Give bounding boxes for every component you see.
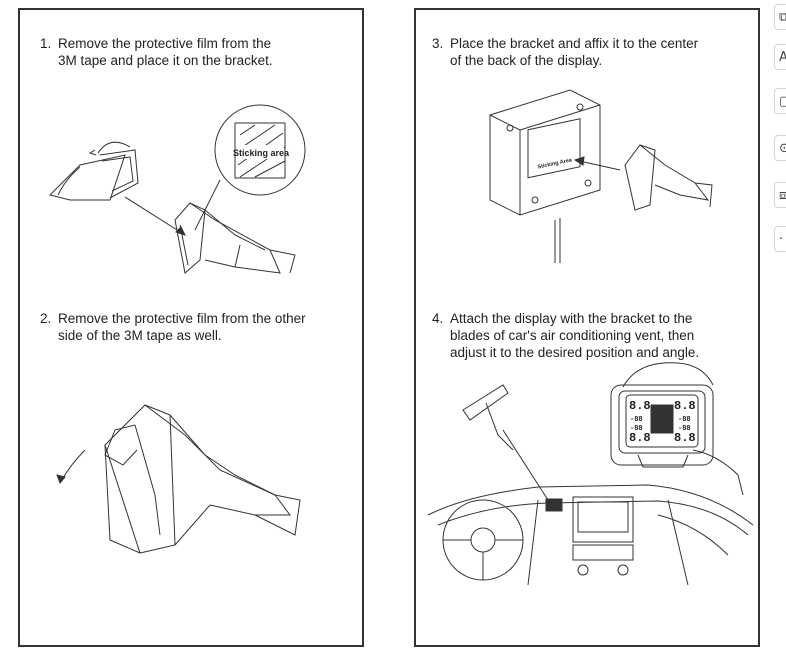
image-icon: ⧉ xyxy=(779,10,786,25)
chat-button[interactable]: ▢ xyxy=(774,88,786,114)
step-3-line-2: of the back of the display. xyxy=(450,53,603,68)
more-button[interactable]: · xyxy=(774,226,786,252)
readout-bottom-left-small: -88 xyxy=(630,425,643,433)
step-2-number: 2. xyxy=(40,311,52,326)
right-instruction-panel xyxy=(414,8,760,647)
step-3-line-1: Place the bracket and affix it to the ce… xyxy=(450,36,699,51)
step-1-line-1: Remove the protective film from the xyxy=(58,36,272,51)
more-icon: · xyxy=(779,232,784,247)
readout-bottom-right: 8.8 xyxy=(674,431,696,445)
step-2-illustration xyxy=(45,395,345,565)
font-icon: A xyxy=(779,50,786,65)
left-instruction-panel xyxy=(18,8,364,647)
readout-bottom-right-small: -88 xyxy=(678,425,691,433)
sticking-area-small-label: Sticking Area xyxy=(537,157,573,170)
copy-image-button[interactable]: ⧉ xyxy=(774,4,786,30)
capture-icon: ⧈ xyxy=(779,188,786,203)
readout-top-left: 8.8 xyxy=(629,399,651,413)
comment-icon: ▢ xyxy=(779,94,786,109)
capture-button[interactable]: ⧈ xyxy=(774,182,786,208)
step-4-line-3: adjust it to the desired position and an… xyxy=(450,345,700,360)
step-4-number: 4. xyxy=(432,311,444,326)
step-4-instruction: 4. Attach the display with the bracket t… xyxy=(432,310,762,361)
step-1-line-2: 3M tape and place it on the bracket. xyxy=(58,53,273,68)
step-2-line-1: Remove the protective film from the othe… xyxy=(58,311,306,326)
step-1-instruction: 1. Remove the protective film from the 3… xyxy=(40,35,360,69)
readout-bottom-left: 8.8 xyxy=(629,431,651,445)
step-3-number: 3. xyxy=(432,36,444,51)
step-4-line-2: blades of car's air conditioning vent, t… xyxy=(450,328,695,343)
step-3-instruction: 3. Place the bracket and affix it to the… xyxy=(432,35,762,69)
search-button[interactable]: ⊙ xyxy=(774,135,786,161)
text-button[interactable]: A xyxy=(774,44,786,70)
step-1-number: 1. xyxy=(40,36,52,51)
step-2-line-2: side of the 3M tape as well. xyxy=(58,328,222,343)
readout-top-left-small: -88 xyxy=(630,416,643,424)
sticking-area-zoom-label: Sticking area xyxy=(233,148,290,158)
step-4-line-1: Attach the display with the bracket to t… xyxy=(450,311,693,326)
readout-top-right-small: -88 xyxy=(678,416,691,424)
step-1-illustration: Sticking area xyxy=(40,95,350,295)
step-3-illustration: Sticking Area xyxy=(480,85,720,270)
magnifier-icon: ⊙ xyxy=(779,141,786,156)
step-2-instruction: 2. Remove the protective film from the o… xyxy=(40,310,360,344)
step-4-illustration: 8.8 8.8 8.8 8.8 -88 -88 -88 -88 xyxy=(428,375,758,585)
readout-top-right: 8.8 xyxy=(674,399,696,413)
